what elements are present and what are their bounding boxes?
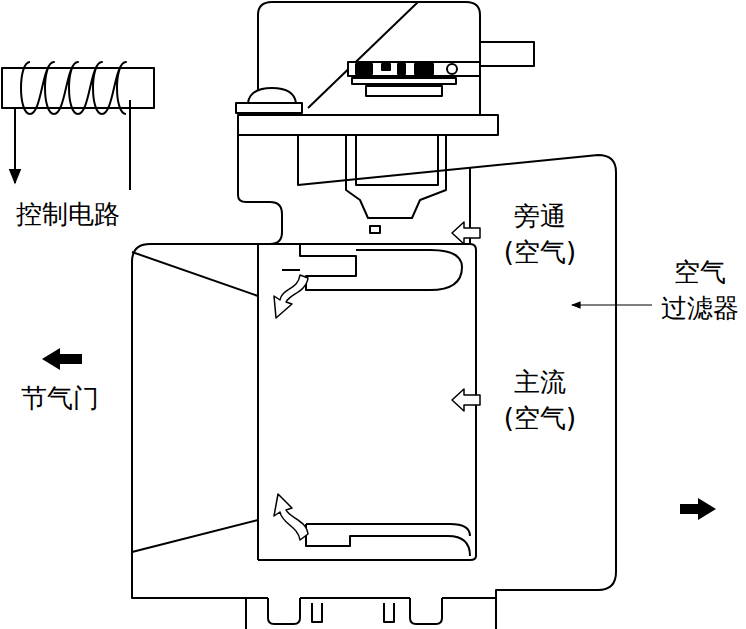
part-label: 空气 过滤器 [660,254,741,327]
part-label: 节气门 [21,380,99,416]
part-label: 控制电路 [16,196,120,232]
outlet-arrow [42,348,82,370]
coil [2,62,154,190]
inlet-arrow [680,498,716,520]
flow-arrows [274,222,480,540]
part-label: 主流 (空气) [500,364,581,437]
part-label: 旁通 (空气) [500,198,581,271]
leader-arrow [572,304,652,305]
sensor-housing [236,2,534,233]
meter-body [132,135,616,629]
